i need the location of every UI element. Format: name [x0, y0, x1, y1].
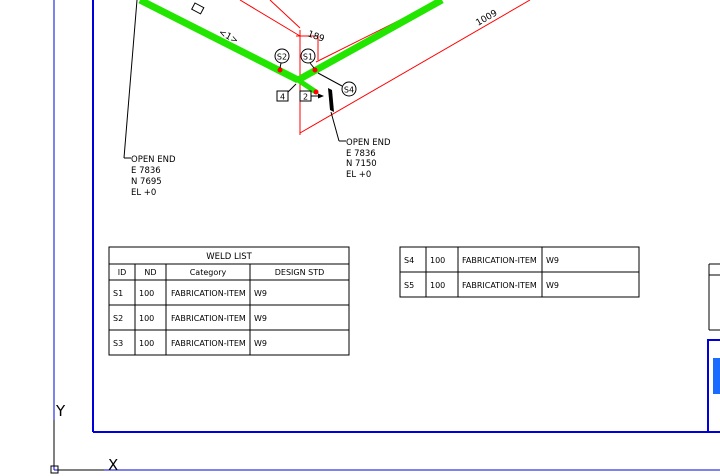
- weld-list-row: S4 100 FABRICATION-ITEM W9: [404, 256, 559, 265]
- dimension-label-short: 189: [306, 29, 326, 44]
- weld-dot-s2: [277, 67, 283, 73]
- svg-text:EL +0: EL +0: [131, 188, 156, 198]
- pipe-run: [138, 0, 444, 95]
- svg-text:N 7150: N 7150: [346, 159, 377, 169]
- open-end-note-left: OPEN END E 7836 N 7695 EL +0: [131, 155, 176, 198]
- svg-text:S5: S5: [404, 281, 414, 290]
- title-block-logo: [713, 358, 720, 394]
- weld-list-table: [108, 246, 350, 356]
- leader-open-end-left: [123, 0, 138, 159]
- weld-list-row: S2 100 FABRICATION-ITEM W9: [113, 314, 267, 323]
- weld-list-header-row: ID ND Category DESIGN STD: [118, 268, 325, 277]
- svg-text:FABRICATION-ITEM: FABRICATION-ITEM: [171, 314, 246, 323]
- header-category: Category: [190, 268, 227, 277]
- weld-balloon-s4: S4: [317, 72, 357, 97]
- header-design-std: DESIGN STD: [275, 268, 325, 277]
- svg-text:100: 100: [430, 281, 445, 290]
- item-box-2: 2: [299, 90, 324, 102]
- support-tag-icon: [191, 2, 205, 15]
- svg-text:FABRICATION-ITEM: FABRICATION-ITEM: [462, 256, 537, 265]
- svg-text:W9: W9: [254, 289, 267, 298]
- pipe-end-symbol: [328, 88, 334, 112]
- svg-text:OPEN END: OPEN END: [346, 138, 391, 148]
- header-nd: ND: [144, 268, 156, 277]
- svg-text:4: 4: [280, 93, 285, 102]
- svg-text:100: 100: [139, 314, 154, 323]
- svg-text:W9: W9: [254, 314, 267, 323]
- svg-text:N 7695: N 7695: [131, 177, 162, 187]
- weld-list-row: S5 100 FABRICATION-ITEM W9: [404, 281, 559, 290]
- weld-balloon-s2: S2: [274, 48, 290, 69]
- svg-text:W9: W9: [546, 281, 559, 290]
- weld-list-continuation-table: [399, 246, 640, 298]
- clipped-table-right: [708, 263, 720, 331]
- ucs-y-label: Y: [55, 402, 66, 420]
- weld-balloon-s1: S1: [300, 48, 316, 69]
- weld-list-row: S1 100 FABRICATION-ITEM W9: [113, 289, 267, 298]
- svg-text:S4: S4: [344, 86, 354, 95]
- dimensions: [239, 0, 531, 135]
- svg-text:FABRICATION-ITEM: FABRICATION-ITEM: [462, 281, 537, 290]
- svg-text:S1: S1: [113, 289, 123, 298]
- svg-text:E 7836: E 7836: [346, 149, 376, 159]
- svg-text:100: 100: [139, 289, 154, 298]
- svg-text:S2: S2: [113, 314, 123, 323]
- leader-open-end-right: [330, 111, 340, 142]
- dimension-label-long: 1009: [475, 8, 500, 28]
- title-block-frame: [707, 339, 720, 433]
- svg-text:E 7836: E 7836: [131, 166, 161, 176]
- ucs-x-label: X: [108, 456, 118, 474]
- svg-text:W9: W9: [254, 339, 267, 348]
- svg-text:100: 100: [139, 339, 154, 348]
- item-box-4: 4: [276, 83, 297, 102]
- open-end-note-right: OPEN END E 7836 N 7150 EL +0: [346, 138, 391, 180]
- weld-dot-s4: [313, 89, 319, 95]
- svg-text:EL +0: EL +0: [346, 170, 371, 180]
- ucs-icon: Y X: [50, 402, 118, 474]
- svg-text:FABRICATION-ITEM: FABRICATION-ITEM: [171, 339, 246, 348]
- weld-list-row: S3 100 FABRICATION-ITEM W9: [113, 339, 267, 348]
- svg-text:S4: S4: [404, 256, 414, 265]
- header-id: ID: [118, 268, 127, 277]
- svg-text:OPEN END: OPEN END: [131, 155, 176, 165]
- svg-text:S3: S3: [113, 339, 123, 348]
- svg-text:S1: S1: [303, 53, 313, 62]
- svg-text:100: 100: [430, 256, 445, 265]
- weld-list-title: WELD LIST: [206, 252, 252, 262]
- weld-dot-s1: [312, 67, 318, 73]
- svg-text:S2: S2: [277, 53, 287, 62]
- svg-text:FABRICATION-ITEM: FABRICATION-ITEM: [171, 289, 246, 298]
- svg-text:2: 2: [303, 93, 308, 102]
- svg-text:W9: W9: [546, 256, 559, 265]
